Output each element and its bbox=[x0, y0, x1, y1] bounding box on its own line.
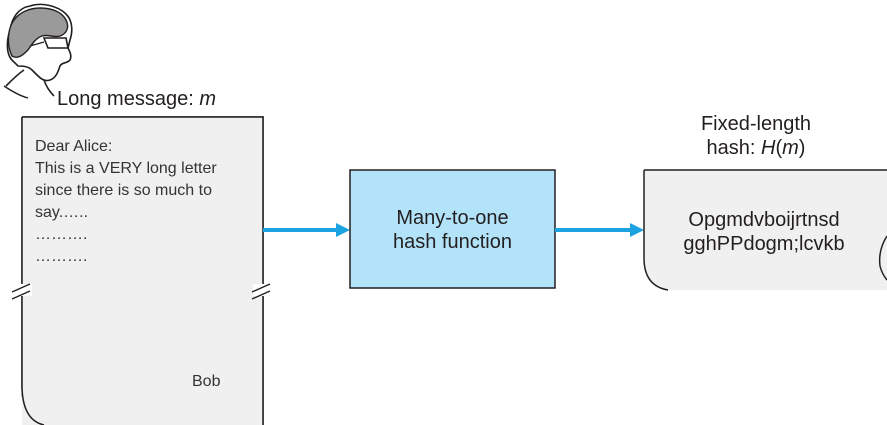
hash-function-label: Many-to-one hash function bbox=[350, 206, 555, 254]
letter-line: This is a VERY long letter bbox=[35, 160, 217, 177]
paren-open: ( bbox=[775, 137, 783, 159]
letter-line: ………. bbox=[35, 226, 88, 243]
message-caption-text: Long message: bbox=[57, 88, 200, 110]
page-break-mark-right bbox=[251, 283, 273, 300]
hash-heading-variable: m bbox=[782, 137, 799, 159]
arrow-to-hash bbox=[263, 223, 350, 237]
hash-function-symbol: H bbox=[761, 137, 776, 159]
letter-line: ………. bbox=[35, 248, 88, 265]
letter-body: Dear Alice: This is a VERY long letter s… bbox=[35, 136, 217, 268]
message-caption: Long message: m bbox=[57, 88, 216, 111]
hash-heading-line2: hash: H(m) bbox=[676, 136, 836, 160]
person-icon bbox=[3, 3, 73, 99]
hash-heading-prefix: hash: bbox=[706, 137, 761, 159]
letter-line: Dear Alice: bbox=[35, 138, 113, 155]
page-break-mark-left bbox=[11, 283, 32, 300]
hash-output-heading: Fixed-length hash: H(m) bbox=[676, 112, 836, 160]
hash-heading-line1: Fixed-length bbox=[700, 113, 812, 135]
letter-line: since there is so much to bbox=[35, 182, 212, 199]
message-variable: m bbox=[199, 88, 216, 110]
hash-function-line1: Many-to-one bbox=[396, 207, 509, 229]
hash-output-value: Opgmdvboijrtnsd gghPPdogm;lcvkb bbox=[656, 208, 872, 256]
hash-output-line: Opgmdvboijrtnsd bbox=[688, 209, 840, 231]
paren-close: ) bbox=[798, 137, 806, 159]
hash-output-line: gghPPdogm;lcvkb bbox=[683, 233, 845, 255]
letter-signature: Bob bbox=[192, 373, 221, 390]
arrow-to-output bbox=[555, 223, 644, 237]
letter-line: say.….. bbox=[35, 204, 89, 221]
hash-function-line2: hash function bbox=[393, 231, 512, 253]
hash-function-box bbox=[349, 169, 556, 289]
